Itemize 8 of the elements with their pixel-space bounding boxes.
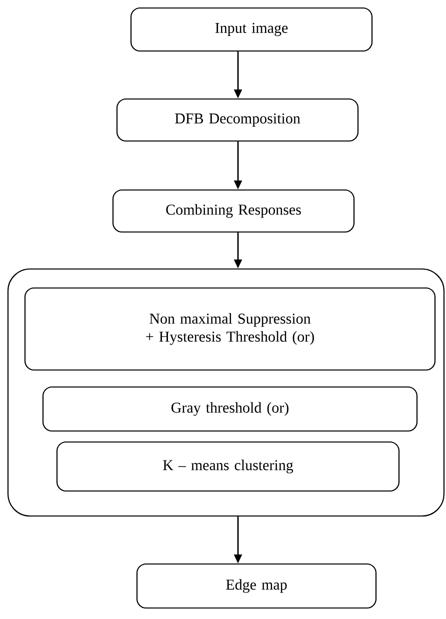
process-box: Edge map: [136, 563, 377, 609]
process-box: Combining Responses: [112, 189, 355, 233]
process-box: K – means clustering: [56, 441, 400, 492]
process-box: DFB Decomposition: [116, 98, 359, 142]
process-box: Non maximal Suppression + Hysteresis Threshold (or): [24, 287, 436, 371]
group-box: [7, 268, 445, 517]
process-box: Gray threshold (or): [42, 386, 418, 432]
process-box: Input image: [130, 7, 373, 52]
